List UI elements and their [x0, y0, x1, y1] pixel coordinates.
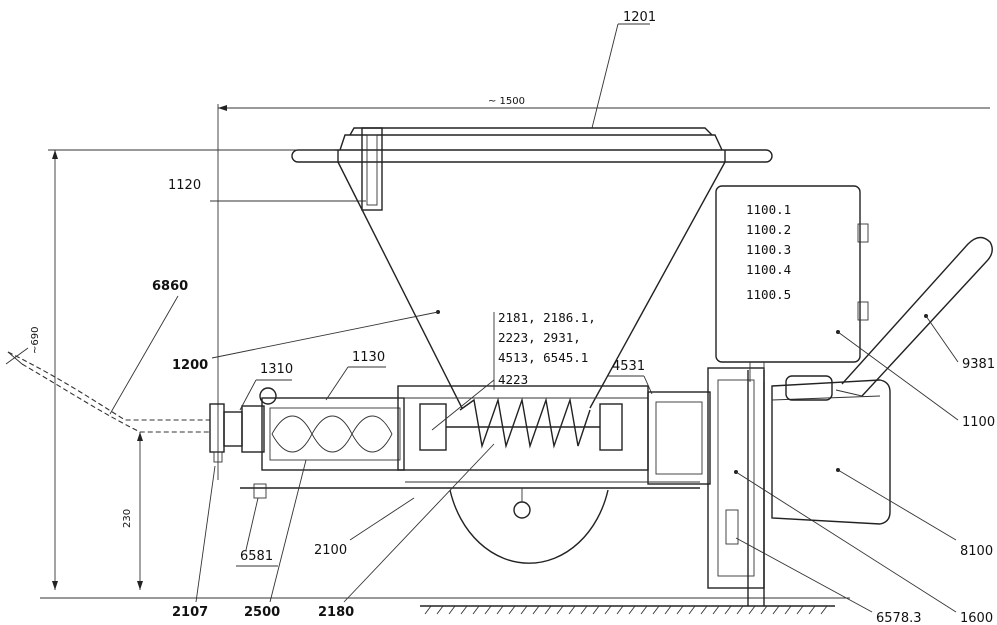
leader-6860 — [109, 295, 179, 415]
label-1500: ~ 1500 — [488, 96, 525, 107]
label-6581: 6581 — [240, 549, 273, 564]
label-2181-b: 2223, 2931, — [498, 330, 581, 345]
label-1200: 1200 — [172, 358, 208, 373]
label-2107: 2107 — [172, 605, 208, 620]
label-6860: 6860 — [152, 279, 188, 294]
leader-1200 — [211, 311, 439, 359]
label-230: 230 — [122, 509, 133, 528]
base-rail-2100 — [240, 481, 700, 499]
label-1201: 1201 — [623, 10, 656, 25]
gear-housing-4531 — [647, 391, 711, 485]
label-1310: 1310 — [260, 362, 293, 377]
leader-6581b — [245, 497, 259, 551]
control-box-1100 — [715, 185, 869, 382]
leader-1600 — [735, 471, 957, 613]
label-1100-3: 1100.3 — [746, 242, 791, 257]
hopper — [337, 161, 726, 409]
hose-6860 — [5, 347, 210, 433]
leader-2107 — [195, 465, 216, 603]
label-4531: 4531 — [612, 359, 645, 374]
mixing-tube — [397, 385, 649, 471]
mount-plate-1600 — [707, 367, 765, 606]
leader-1100 — [837, 331, 959, 421]
label-1100-1: 1100.1 — [746, 202, 791, 217]
leader-2180 — [343, 443, 495, 603]
label-1100-2: 1100.2 — [746, 222, 791, 237]
leader-1310b — [239, 379, 257, 411]
label-1600: 1600 — [960, 611, 993, 625]
label-2100: 2100 — [314, 543, 347, 558]
label-8100: 8100 — [960, 544, 993, 559]
leader-2100 — [349, 497, 415, 541]
leader-9381 — [925, 315, 959, 363]
coupling-2107 — [209, 403, 265, 463]
leader-1201b — [591, 23, 619, 129]
leader-1130b — [325, 366, 349, 401]
leader-2181b — [431, 379, 495, 431]
label-1120: 1120 — [168, 178, 201, 193]
motor-8100 — [771, 375, 891, 525]
label-9381: 9381 — [962, 357, 995, 372]
top-handle-bar — [291, 127, 773, 163]
ground-line — [40, 597, 850, 615]
label-1100-5: 1100.5 — [746, 287, 791, 302]
label-6578: 6578.3 — [876, 611, 922, 625]
label-1100-4: 1100.4 — [746, 262, 791, 277]
bracket-1120 — [361, 127, 383, 211]
stator-2500 — [259, 387, 405, 471]
dimension-230 — [137, 432, 143, 590]
label-2181-a: 2181, 2186.1, — [498, 310, 596, 325]
leader-2500 — [269, 459, 307, 603]
label-2180: 2180 — [318, 605, 354, 620]
label-2181-d: 4223 — [498, 372, 528, 387]
label-2181-c: 4513, 6545.1 — [498, 350, 588, 365]
label-2500: 2500 — [244, 605, 280, 620]
leader-4531b — [643, 375, 653, 395]
dimension-length — [217, 104, 990, 480]
leader-6578 — [735, 537, 873, 613]
leader-8100 — [837, 469, 957, 541]
label-1100: 1100 — [962, 415, 995, 430]
dimension-height — [48, 149, 335, 590]
wheel — [449, 488, 609, 564]
label-690: ~690 — [30, 327, 41, 354]
label-1130: 1130 — [352, 350, 385, 365]
